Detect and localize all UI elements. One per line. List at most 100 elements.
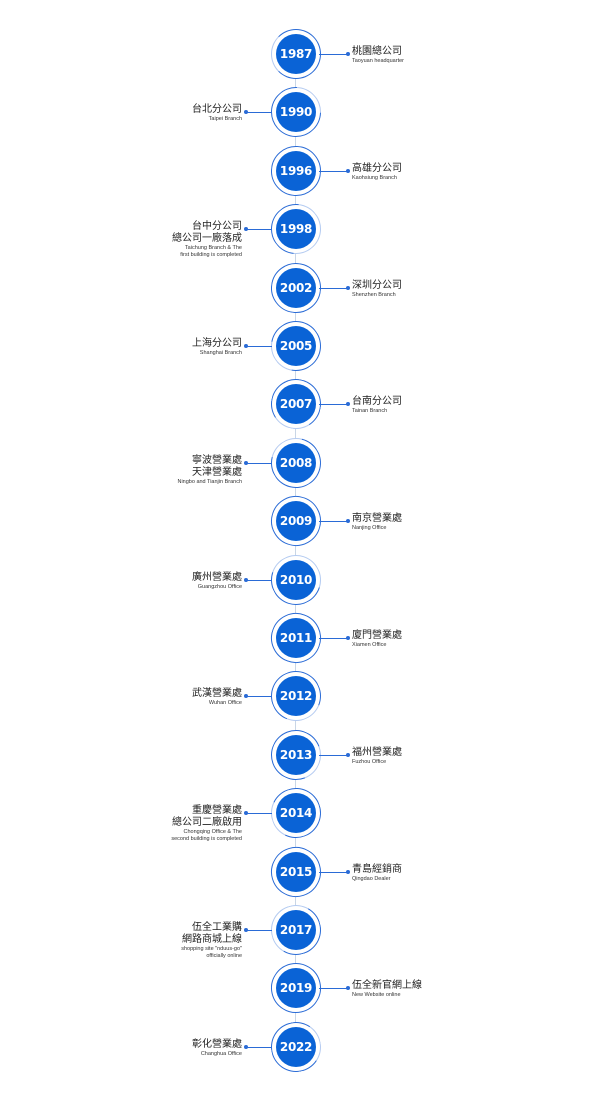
connector-line xyxy=(246,930,272,931)
connector-line xyxy=(319,54,347,55)
milestone-subtitle: Kaohsiung Branch xyxy=(352,174,397,181)
connector-dot xyxy=(346,752,350,757)
connector-dot xyxy=(244,227,248,232)
milestone-title: 廈門營業處 xyxy=(352,630,402,641)
milestone-subtitle: Fuzhou Office xyxy=(352,758,387,765)
milestone-title: 青島經銷商 xyxy=(352,863,402,875)
year-badge: 1987 xyxy=(276,34,316,74)
milestone-title: 網路商城上線 xyxy=(182,934,242,945)
milestone-subtitle: Nanjing Office xyxy=(352,525,387,532)
year-badge: 2008 xyxy=(276,442,316,483)
year-badge: 2013 xyxy=(276,734,316,775)
milestone-title: 福州營業處 xyxy=(352,746,402,758)
connector-line xyxy=(319,404,347,406)
milestone-title: 伍全工業購 xyxy=(192,922,242,933)
connector-dot xyxy=(346,636,350,640)
timeline-spine xyxy=(295,30,296,1070)
connector-dot xyxy=(346,519,350,524)
milestone-subtitle: Xiamen Office xyxy=(352,642,387,648)
milestone-subtitle: Wuhan Office xyxy=(208,700,242,707)
connector-dot xyxy=(244,577,248,582)
milestone-title: 高雄分公司 xyxy=(352,162,402,174)
year-badge: 1996 xyxy=(276,150,316,191)
milestone-title: 伍全新官網上線 xyxy=(352,980,422,992)
connector-dot xyxy=(244,1044,248,1049)
year-badge: 2015 xyxy=(276,851,316,892)
year-badge: 2019 xyxy=(276,968,316,1009)
connector-line xyxy=(246,346,272,347)
year-badge: 2009 xyxy=(276,501,316,542)
milestone-subtitle: Shenzhen Branch xyxy=(352,291,396,298)
connector-line xyxy=(319,638,347,639)
milestone-title: 上海分公司 xyxy=(192,338,242,349)
milestone-title: 彰化營業處 xyxy=(192,1038,242,1050)
milestone-title: 桃園總公司 xyxy=(352,46,402,57)
year-badge: 2014 xyxy=(276,793,316,834)
connector-dot xyxy=(346,285,350,290)
milestone-subtitle: Changhua Office xyxy=(200,1050,242,1057)
connector-dot xyxy=(346,402,350,407)
milestone-subtitle: second building is completed xyxy=(171,836,242,843)
connector-line xyxy=(246,462,272,464)
milestone-title: 重慶營業處 xyxy=(192,805,242,817)
year-badge: 2005 xyxy=(276,326,316,366)
milestone-subtitle: New Website online xyxy=(352,992,401,999)
milestone-subtitle: Taipei Branch xyxy=(208,116,242,123)
connector-line xyxy=(246,813,272,815)
year-badge: 2017 xyxy=(276,910,316,950)
milestone-subtitle: Tainan Branch xyxy=(352,408,388,415)
connector-line xyxy=(246,696,272,698)
milestone-subtitle: shopping site "nduus-go" xyxy=(181,946,242,952)
milestone-subtitle: officially online xyxy=(206,953,242,959)
milestone-subtitle: Guangzhou Office xyxy=(197,583,242,590)
milestone-title: 天津營業處 xyxy=(192,466,242,478)
connector-dot xyxy=(244,811,248,816)
connector-line xyxy=(319,988,347,990)
connector-line xyxy=(319,871,347,873)
milestone-subtitle: first building is completed xyxy=(180,252,242,259)
connector-dot xyxy=(244,344,248,348)
milestone-title: 深圳分公司 xyxy=(352,279,402,291)
connector-line xyxy=(246,579,272,581)
milestone-title: 武漢營業處 xyxy=(192,688,242,700)
milestone-subtitle: Taichung Branch & The xyxy=(184,245,242,252)
year-badge: 2012 xyxy=(276,676,316,717)
connector-dot xyxy=(346,52,350,56)
connector-dot xyxy=(346,869,350,874)
connector-dot xyxy=(346,168,350,173)
milestone-subtitle: Qingdao Dealer xyxy=(352,875,391,882)
connector-dot xyxy=(244,460,248,465)
milestone-title: 總公司一廠落成 xyxy=(172,233,242,245)
year-badge: 1990 xyxy=(276,92,316,133)
milestone-title: 台北分公司 xyxy=(192,104,242,116)
connector-line xyxy=(319,754,347,756)
milestone-title: 南京營業處 xyxy=(352,513,402,525)
connector-dot xyxy=(244,694,248,699)
year-badge: 2002 xyxy=(276,267,316,308)
connector-dot xyxy=(244,110,248,115)
connector-line xyxy=(246,229,272,231)
milestone-title: 廣州營業處 xyxy=(192,571,242,583)
milestone-title: 總公司二廠啟用 xyxy=(172,817,242,829)
milestone-subtitle: Ningbo and Tianjin Branch xyxy=(177,478,242,485)
connector-line xyxy=(246,1046,272,1048)
milestone-subtitle: Chongqing Office & The xyxy=(183,829,242,836)
connector-line xyxy=(246,112,272,114)
